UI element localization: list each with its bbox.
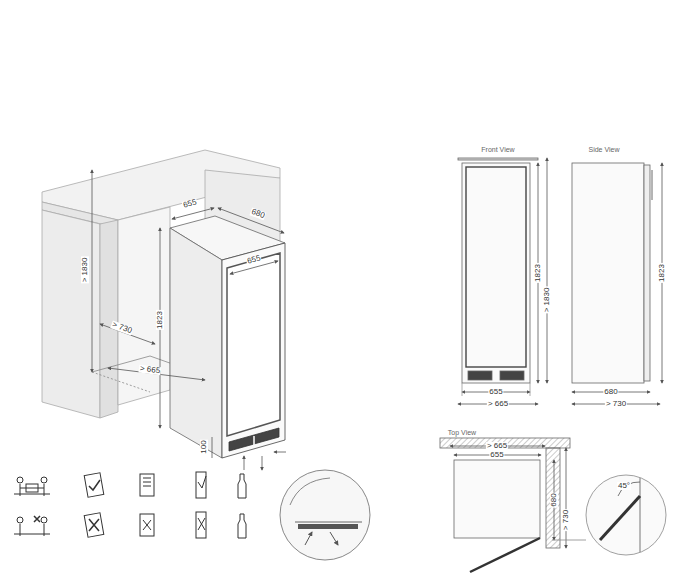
side-view <box>572 163 662 404</box>
handling-icons <box>14 472 246 538</box>
dimension-label: > 730 <box>562 509 570 531</box>
ventilation-detail <box>280 470 370 560</box>
dimension-label: 1823 <box>534 263 542 283</box>
dimension-label: 1823 <box>658 263 666 283</box>
dimension-label: > 1830 <box>543 287 551 314</box>
dimension-label: 680 <box>603 388 618 396</box>
dimension-label: > 665 <box>487 400 509 408</box>
dimension-label: 655 <box>488 388 503 396</box>
view-title: Top View <box>447 429 477 436</box>
view-title: Front View <box>480 146 515 153</box>
dimension-label: 1823 <box>156 310 164 330</box>
dimension-label: > 1830 <box>81 257 89 284</box>
view-title: Side View <box>587 146 620 153</box>
front-view <box>458 158 547 404</box>
dimension-label: > 730 <box>605 400 627 408</box>
top-view <box>440 438 666 572</box>
dimension-label: > 665 <box>486 442 508 450</box>
dimension-label: 655 <box>182 198 199 210</box>
isometric-view <box>42 150 286 470</box>
angle-label: 45° <box>617 482 631 490</box>
dimension-label: 100 <box>200 439 208 454</box>
dimension-label: 655 <box>489 451 504 459</box>
dimension-label: 680 <box>550 492 558 507</box>
